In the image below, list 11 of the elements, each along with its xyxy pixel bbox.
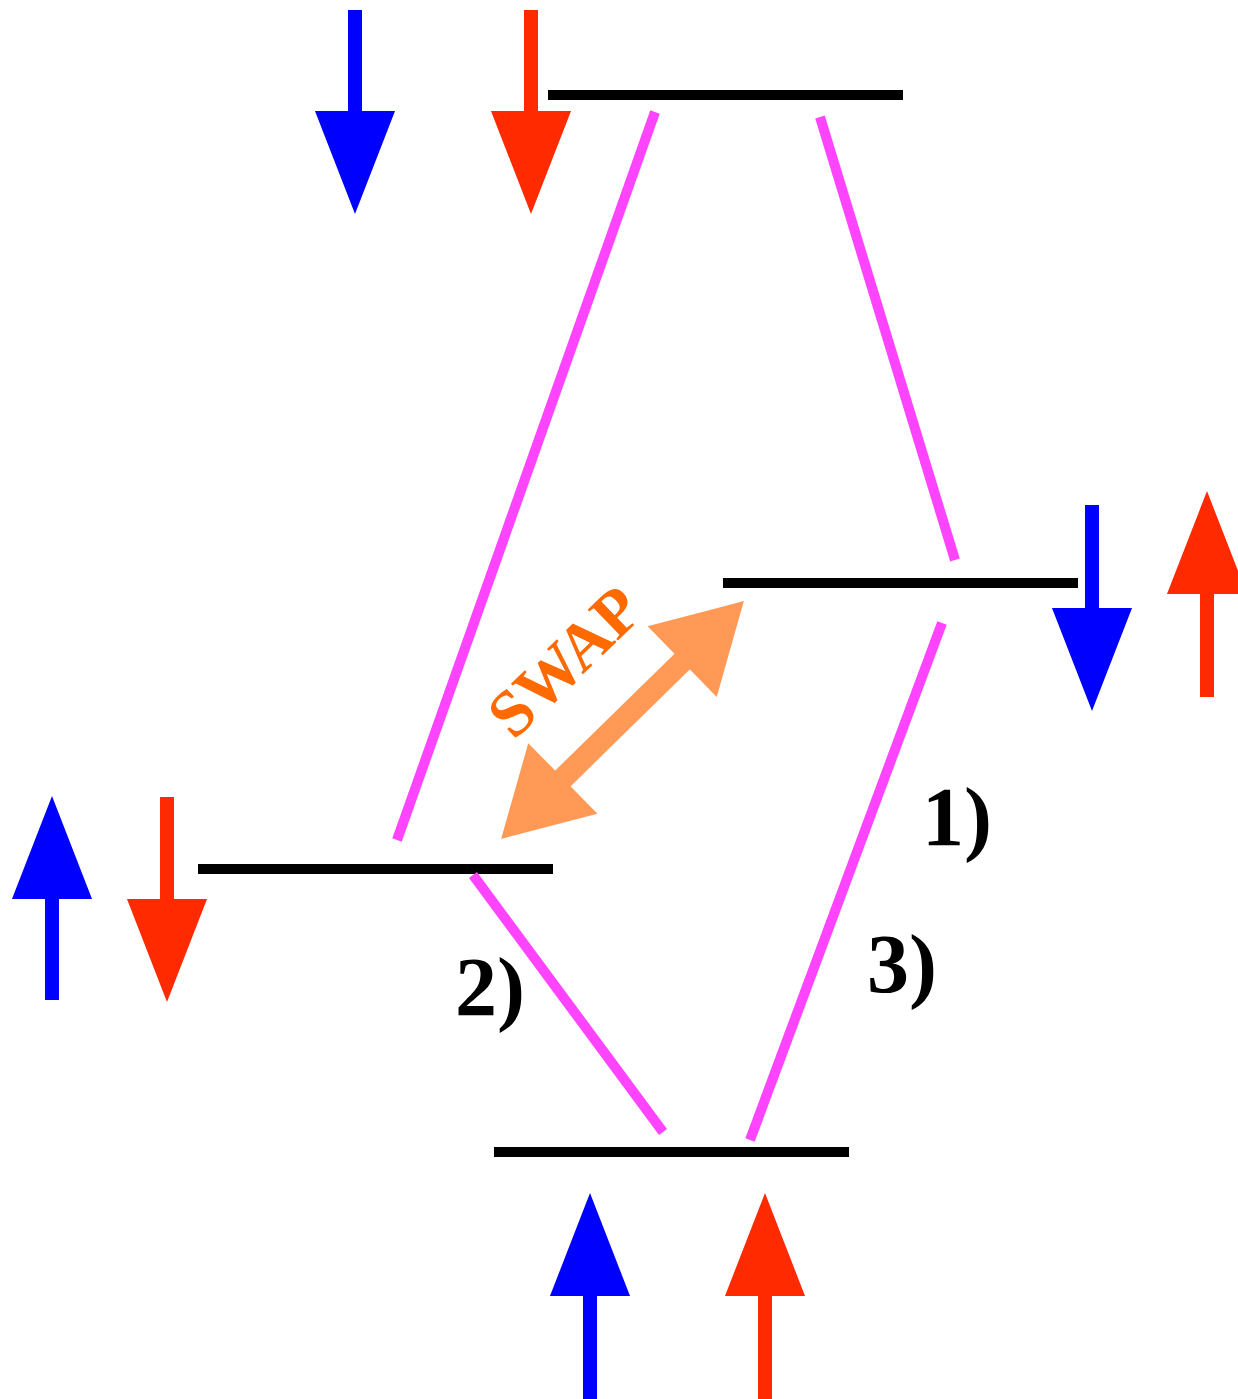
transition-line xyxy=(815,115,960,562)
transition-number: 2) xyxy=(458,956,522,1034)
transition-line xyxy=(745,621,947,1142)
energy-level xyxy=(198,864,553,874)
transition-line xyxy=(469,872,668,1135)
energy-level xyxy=(494,1147,849,1157)
energy-level xyxy=(548,90,903,100)
transition-number: 1) xyxy=(928,786,989,864)
energy-level xyxy=(723,578,1078,588)
transition-number: 3) xyxy=(870,933,934,1011)
transition-line xyxy=(392,110,660,842)
